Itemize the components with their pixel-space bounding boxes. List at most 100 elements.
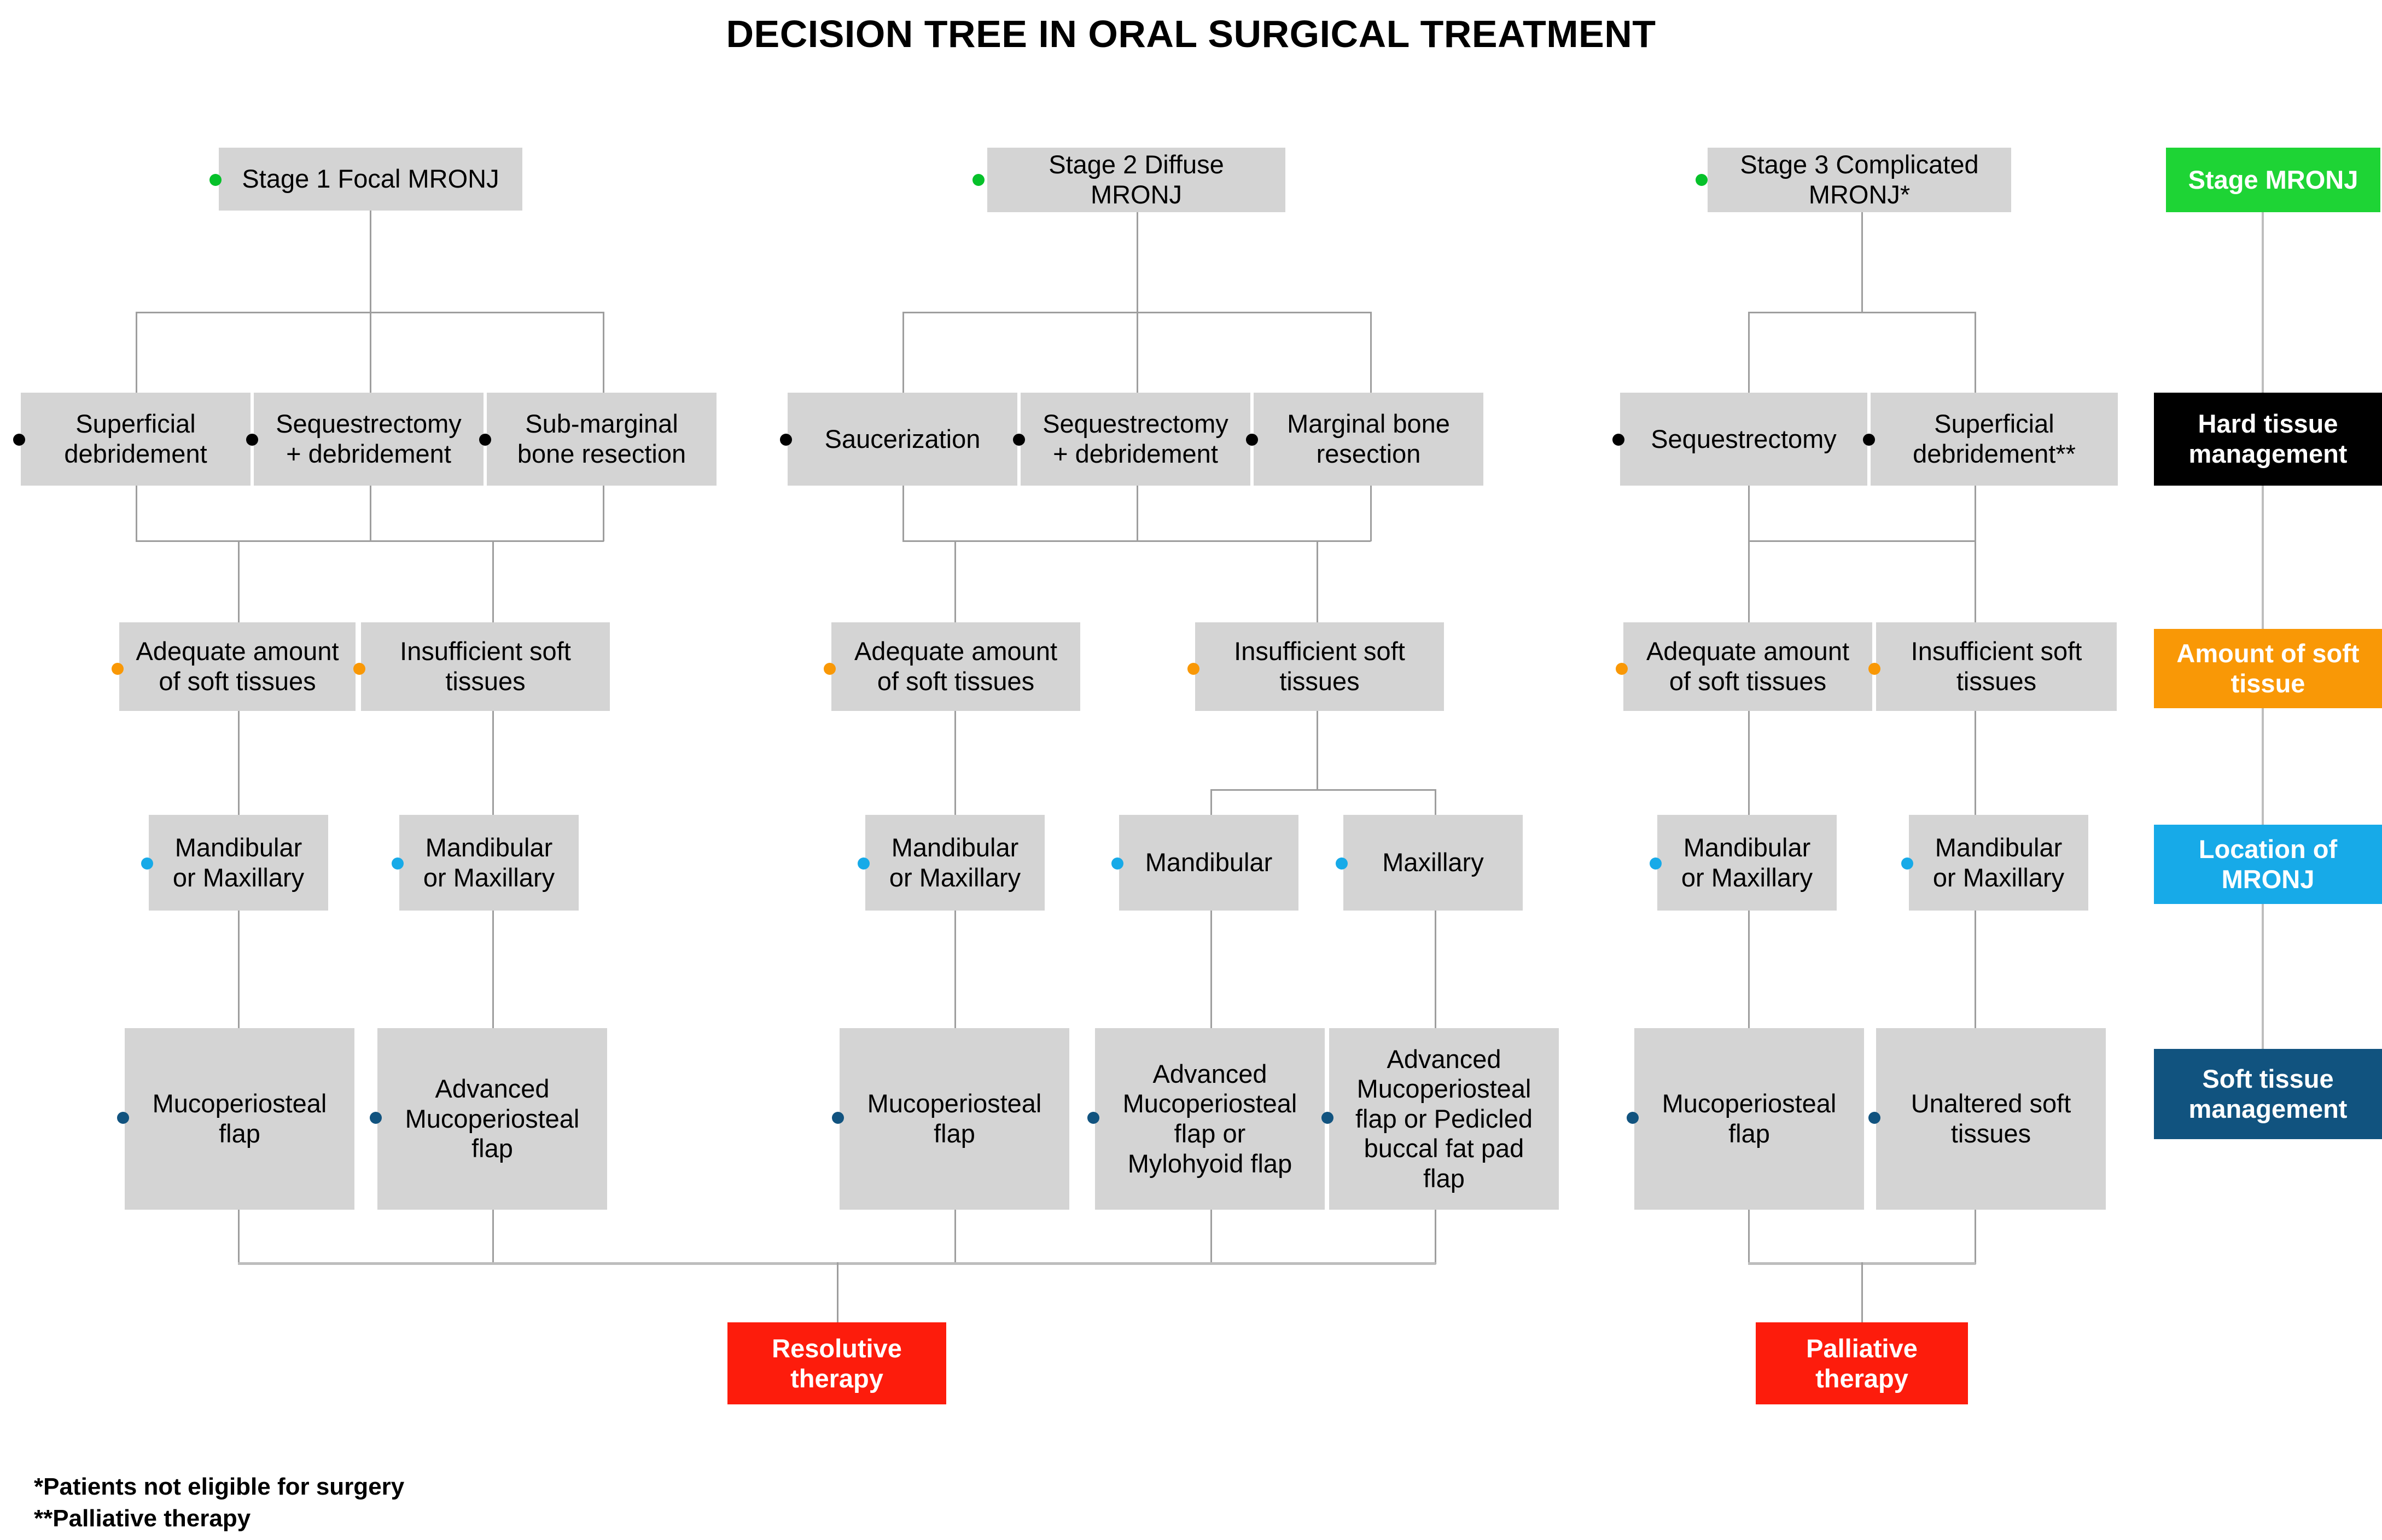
legend-label: Soft tissue management: [2188, 1064, 2348, 1123]
bullet-stage-c3: [1696, 174, 1708, 186]
connector-c2-flap-b: [1210, 911, 1212, 1028]
node-c1-soft-0[interactable]: Mucoperiosteal flap: [125, 1028, 354, 1210]
node-c1-amount-0[interactable]: Adequate amount of soft tissues: [119, 622, 356, 711]
connector-c2-out-a: [954, 1210, 956, 1264]
bullet-location-c2-1: [1111, 858, 1123, 870]
node-c2-stage[interactable]: Stage 2 Diffuse MRONJ: [987, 148, 1285, 212]
node-c3-soft-1[interactable]: Unaltered soft tissues: [1876, 1028, 2106, 1210]
node-c1-hard-0[interactable]: Superficial debridement: [21, 393, 251, 486]
bullet-soft-c1-1: [370, 1112, 382, 1124]
bullet-soft-c3-1: [1868, 1112, 1880, 1124]
node-label: Adequate amount of soft tissues: [854, 637, 1058, 696]
node-c3-amount-1[interactable]: Insufficient soft tissues: [1876, 622, 2117, 711]
connector-c2-out-b: [1210, 1210, 1212, 1264]
node-label: Mandibular: [1145, 848, 1273, 877]
connector-c2-hard-mid-down: [1137, 486, 1138, 541]
node-label: Resolutive therapy: [772, 1333, 902, 1393]
node-c2-hard-0[interactable]: Saucerization: [788, 393, 1017, 486]
node-c3-amount-0[interactable]: Adequate amount of soft tissues: [1623, 622, 1872, 711]
node-c2-soft-2[interactable]: Advanced Mucoperiosteal flap or Pedicled…: [1329, 1028, 1559, 1210]
bullet-soft-c2-1: [1087, 1112, 1099, 1124]
node-label: Stage 2 Diffuse MRONJ: [1049, 150, 1224, 209]
node-c1-soft-1[interactable]: Advanced Mucoperiosteal flap: [377, 1028, 607, 1210]
bullet-hard-c1-2: [479, 434, 491, 446]
node-c1-stage[interactable]: Stage 1 Focal MRONJ: [219, 148, 522, 211]
node-c1-hard-1[interactable]: Sequestrectomy + debridement: [254, 393, 484, 486]
node-label: Sequestrectomy: [1651, 424, 1837, 453]
page-title: DECISION TREE IN ORAL SURGICAL TREATMENT: [726, 13, 1656, 55]
node-c3-hard-0[interactable]: Sequestrectomy: [1620, 393, 1867, 486]
connector-c3-soft-amount-b: [1975, 540, 1976, 622]
node-c2-amount-1[interactable]: Insufficient soft tissues: [1195, 622, 1444, 711]
node-outcome-palliative[interactable]: Palliative therapy: [1756, 1322, 1968, 1404]
node-label: Marginal bone resection: [1287, 409, 1450, 468]
bullet-stage-c2: [972, 174, 985, 186]
bullet-location-c2-2: [1336, 858, 1348, 870]
node-label: Mandibular or Maxillary: [1932, 832, 2065, 892]
connector-c3-hard-left: [1748, 312, 1750, 393]
node-outcome-resolutive[interactable]: Resolutive therapy: [727, 1322, 946, 1404]
connector-c1-flap-b: [492, 911, 494, 1028]
bullet-soft-c2-0: [832, 1112, 844, 1124]
node-label: Sequestrectomy + debridement: [1043, 409, 1228, 468]
connector-c3-hard-right: [1975, 312, 1976, 393]
node-c2-location-2[interactable]: Maxillary: [1343, 815, 1523, 911]
connector-c3-loc-b: [1975, 711, 1976, 815]
legend-location-of-mronj[interactable]: Location of MRONJ: [2154, 825, 2382, 904]
node-c1-location-1[interactable]: Mandibular or Maxillary: [399, 815, 579, 911]
node-c2-amount-0[interactable]: Adequate amount of soft tissues: [831, 622, 1080, 711]
node-label: Saucerization: [824, 424, 981, 453]
node-label: Mucoperiosteal flap: [1662, 1089, 1837, 1148]
connector-c2-loc-bus: [1210, 789, 1435, 791]
node-label: Sequestrectomy + debridement: [276, 409, 462, 468]
node-label: Mandibular or Maxillary: [423, 832, 555, 892]
node-c1-hard-2[interactable]: Sub-marginal bone resection: [487, 393, 717, 486]
bullet-hard-c3-1: [1863, 434, 1875, 446]
node-c3-stage[interactable]: Stage 3 Complicated MRONJ*: [1708, 148, 2011, 212]
connector-c3-stage-drop: [1861, 211, 1863, 313]
connector-c3-hard-bus: [1748, 312, 1975, 313]
bullet-soft-c1-0: [117, 1112, 129, 1124]
legend-hard-tissue-management[interactable]: Hard tissue management: [2154, 393, 2382, 486]
connector-c1-soft-amount-bus: [136, 540, 604, 542]
connector-c2-hard-right-down: [1370, 486, 1372, 541]
connector-c2-out-c: [1435, 1210, 1436, 1264]
connector-resolutive-drop: [837, 1262, 838, 1322]
node-c2-location-0[interactable]: Mandibular or Maxillary: [865, 815, 1045, 911]
connector-c2-hard-mid: [1137, 312, 1138, 393]
legend-soft-tissue-management[interactable]: Soft tissue management: [2154, 1049, 2382, 1139]
node-label: Unaltered soft tissues: [1911, 1089, 2071, 1148]
node-label: Adequate amount of soft tissues: [136, 637, 339, 696]
bullet-amount-c2-1: [1187, 663, 1199, 675]
node-c2-hard-2[interactable]: Marginal bone resection: [1254, 393, 1483, 486]
connector-c1-hard-left: [136, 312, 137, 393]
node-c3-location-1[interactable]: Mandibular or Maxillary: [1909, 815, 2088, 911]
node-c3-hard-1[interactable]: Superficial debridement**: [1871, 393, 2118, 486]
connector-c2-insuff-drop: [1317, 711, 1318, 790]
node-c2-hard-1[interactable]: Sequestrectomy + debridement: [1021, 393, 1250, 486]
connector-c2-loc-a: [954, 711, 956, 815]
node-label: Mandibular or Maxillary: [172, 832, 305, 892]
legend-amount-of-soft-tissue[interactable]: Amount of soft tissue: [2154, 629, 2382, 708]
node-label: Maxillary: [1382, 848, 1484, 877]
node-label: Superficial debridement: [64, 409, 207, 468]
node-c1-location-0[interactable]: Mandibular or Maxillary: [149, 815, 328, 911]
node-c2-soft-0[interactable]: Mucoperiosteal flap: [840, 1028, 1069, 1210]
node-c2-soft-1[interactable]: Advanced Mucoperiosteal flap or Mylohyoi…: [1095, 1028, 1325, 1210]
connector-c2-hard-left: [902, 312, 904, 393]
bullet-amount-c1-1: [353, 663, 365, 675]
node-c2-location-1[interactable]: Mandibular: [1119, 815, 1298, 911]
node-c3-location-0[interactable]: Mandibular or Maxillary: [1657, 815, 1837, 911]
connector-c2-stage-drop: [1137, 211, 1138, 313]
node-label: Stage 1 Focal MRONJ: [242, 164, 499, 194]
legend-label: Stage MRONJ: [2188, 165, 2358, 194]
node-c3-soft-0[interactable]: Mucoperiosteal flap: [1634, 1028, 1864, 1210]
connector-c3-hard-right-down: [1975, 486, 1976, 541]
connector-c1-hard-right-down: [603, 486, 604, 541]
node-c1-amount-1[interactable]: Insufficient soft tissues: [361, 622, 610, 711]
bullet-location-c3-1: [1901, 858, 1913, 870]
bullet-amount-c1-0: [112, 663, 124, 675]
bullet-amount-c3-1: [1868, 663, 1880, 675]
legend-stage-mronj[interactable]: Stage MRONJ: [2166, 148, 2380, 212]
connector-c1-loc-b: [492, 711, 494, 815]
